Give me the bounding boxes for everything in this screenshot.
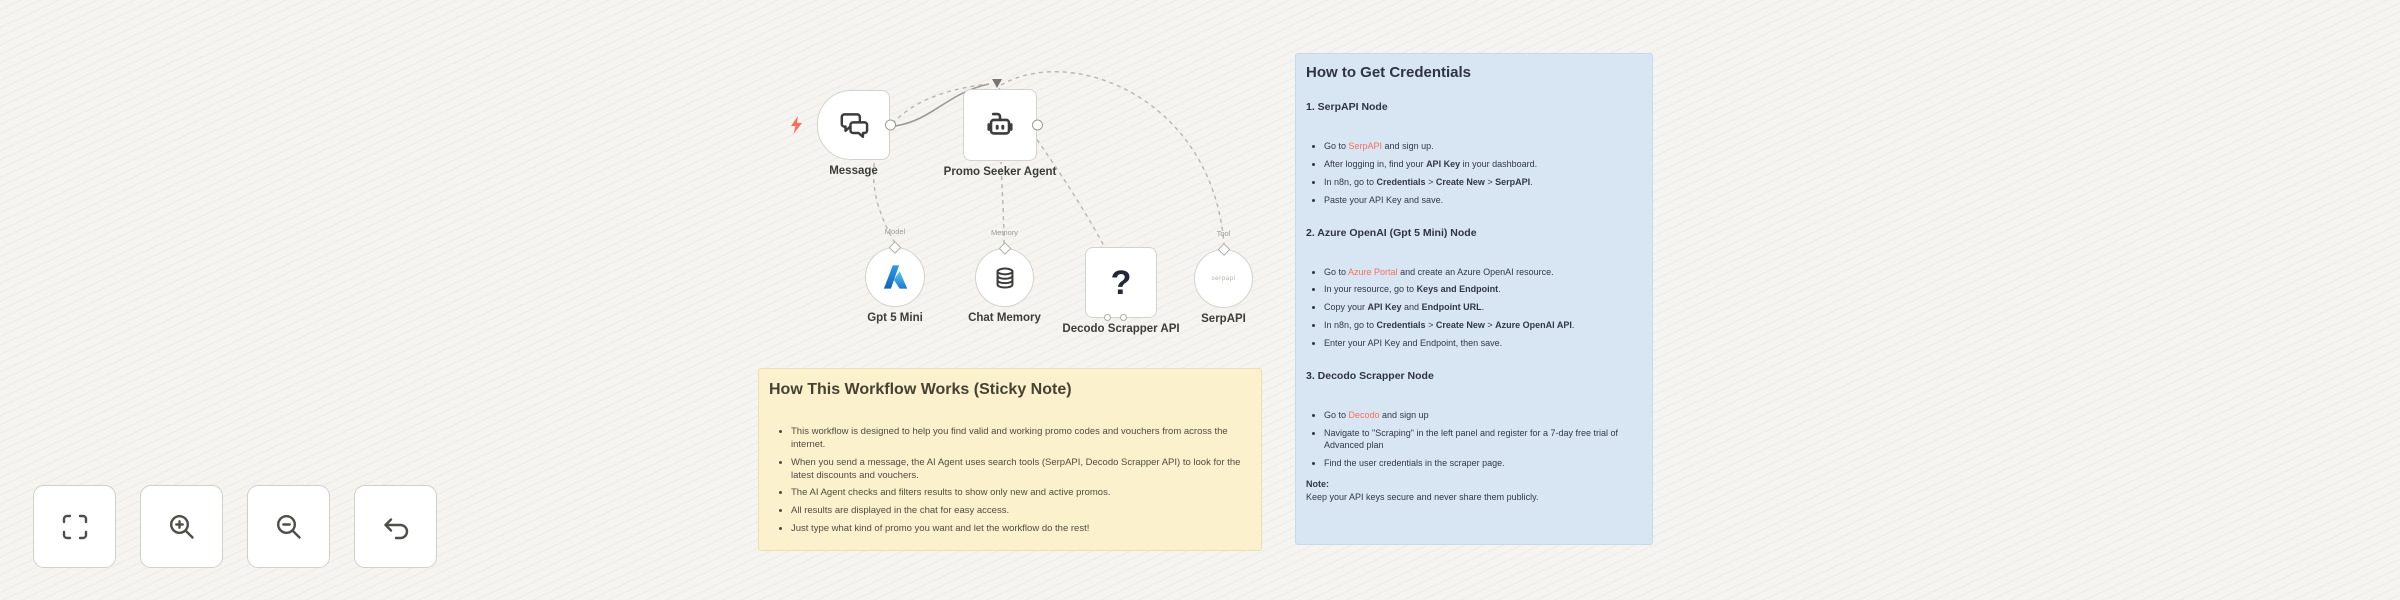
canvas-controls xyxy=(33,485,437,568)
port-label-tool: Tool xyxy=(1216,229,1231,238)
fit-view-icon xyxy=(62,514,87,539)
note-text: Keep your API keys secure and never shar… xyxy=(1306,492,1539,503)
section-bullets-serpapi: Go to SerpAPI and sign up. After logging … xyxy=(1306,141,1638,207)
sub-port[interactable] xyxy=(1104,314,1111,321)
model-port[interactable] xyxy=(888,241,902,254)
section-heading-azure: 2. Azure OpenAI (Gpt 5 Mini) Node xyxy=(1306,226,1477,239)
note-bullet: Go to SerpAPI and sign up. xyxy=(1324,141,1638,153)
database-icon xyxy=(996,267,1013,288)
node-label: SerpAPI xyxy=(1201,313,1246,325)
note-bullet: Copy your API Key and Endpoint URL. xyxy=(1324,302,1638,314)
node-decodo-scrapper-api[interactable]: ? Decodo Scrapper API xyxy=(1062,247,1180,335)
section-heading-serpapi: 1. SerpAPI Node xyxy=(1306,101,1388,113)
sticky-note-credentials[interactable]: How to Get Credentials 1. SerpAPI Node G… xyxy=(1295,53,1653,545)
section-heading-decodo: 3. Decodo Scrapper Node xyxy=(1306,369,1434,382)
sticky-note-workflow[interactable]: How This Workflow Works (Sticky Note) Th… xyxy=(758,368,1262,551)
note-bullet: In n8n, go to Credentials > Create New >… xyxy=(1324,320,1638,332)
note-bullet: Go to Azure Portal and create an Azure O… xyxy=(1324,267,1638,279)
note-bullet: Just type what kind of promo you want an… xyxy=(791,522,1245,535)
note-bullet: Navigate to "Scraping" in the left panel… xyxy=(1324,428,1638,452)
note-bullet: Enter your API Key and Endpoint, then sa… xyxy=(1324,338,1638,350)
port-label-memory: Memory xyxy=(990,228,1019,237)
node-message[interactable]: Message xyxy=(791,90,896,177)
note-bullet: All results are displayed in the chat fo… xyxy=(791,504,1245,517)
zoom-in-button[interactable] xyxy=(140,485,223,568)
note-bullet: The AI Agent checks and filters results … xyxy=(791,486,1245,499)
sticky-bullet-list: This workflow is designed to help you fi… xyxy=(769,425,1245,535)
node-promo-seeker-agent[interactable]: Promo Seeker Agent xyxy=(944,89,1056,178)
output-port[interactable] xyxy=(1032,119,1043,131)
memory-port[interactable] xyxy=(998,242,1011,255)
node-serpapi[interactable]: Tool serpapi SerpAPI xyxy=(1194,229,1253,325)
fit-view-button[interactable] xyxy=(33,485,116,568)
node-label: Gpt 5 Mini xyxy=(867,312,923,324)
question-mark-icon: ? xyxy=(1110,263,1132,302)
azure-icon xyxy=(883,265,908,289)
section-bullets-decodo: Go to Decodo and sign up Navigate to "Scr… xyxy=(1306,410,1638,470)
node-gpt-5-mini[interactable]: Model Gpt 5 Mini xyxy=(865,227,925,324)
node-label: Promo Seeker Agent xyxy=(943,166,1057,178)
note-bullet: Paste your API Key and save. xyxy=(1324,195,1638,207)
credential-link[interactable]: SerpAPI xyxy=(1348,141,1383,151)
node-label: Decodo Scrapper API xyxy=(1062,323,1180,335)
tool-port[interactable] xyxy=(1217,243,1230,256)
note-bullet: Find the user credentials in the scraper… xyxy=(1324,458,1638,470)
credential-link[interactable]: Azure Portal xyxy=(1348,266,1398,277)
note-bullet: This workflow is designed to help you fi… xyxy=(791,425,1245,451)
serpapi-logo: serpapi xyxy=(1211,275,1236,282)
output-port[interactable] xyxy=(885,119,896,131)
note-bullet: After logging in, find your API Key in y… xyxy=(1324,159,1638,171)
connection-arrowhead xyxy=(992,79,1002,88)
node-chat-memory[interactable]: Memory Chat Memory xyxy=(968,228,1041,324)
undo-icon xyxy=(383,517,408,539)
note-bullet: In your resource, go to Keys and Endpoin… xyxy=(1324,284,1638,296)
chat-bubbles-icon xyxy=(840,113,868,139)
undo-button[interactable] xyxy=(354,485,437,568)
section-bullets-azure: Go to Azure Portal and create an Azure O… xyxy=(1306,267,1638,350)
sub-port[interactable] xyxy=(1120,314,1127,321)
note-bullet: In n8n, go to Credentials > Create New >… xyxy=(1324,177,1638,189)
port-label-model: Model xyxy=(884,227,906,236)
zoom-out-icon xyxy=(276,514,301,539)
credential-link[interactable]: Decodo xyxy=(1348,409,1380,420)
sticky-title: How This Workflow Works (Sticky Note) xyxy=(769,381,1072,398)
trigger-bolt-icon xyxy=(790,116,803,134)
note-bullet: When you send a message, the AI Agent us… xyxy=(791,456,1245,482)
node-label: Message xyxy=(829,165,878,177)
node-label: Chat Memory xyxy=(968,312,1041,324)
note-label: Note: xyxy=(1306,479,1329,490)
robot-icon xyxy=(987,112,1013,135)
zoom-in-icon xyxy=(169,514,194,539)
sticky-title: How to Get Credentials xyxy=(1306,64,1472,81)
note-bullet: Go to Decodo and sign up xyxy=(1324,410,1638,422)
zoom-out-button[interactable] xyxy=(247,485,330,568)
